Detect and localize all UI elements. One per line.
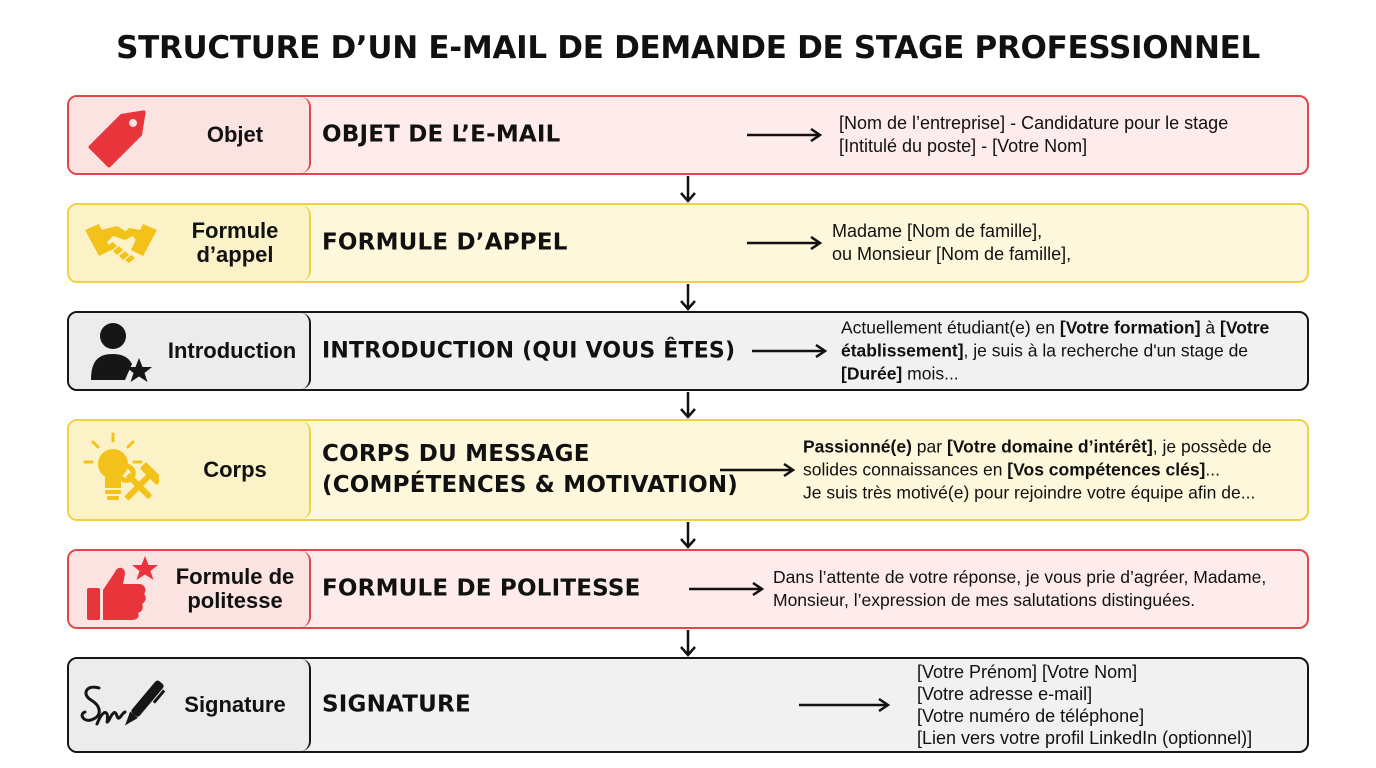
row-introduction-heading: INTRODUCTION (QUI VOUS ÊTES) (322, 338, 736, 364)
row-corps-heading-line-1: CORPS DU MESSAGE (322, 441, 590, 467)
description-line: [Votre numéro de téléphone] (917, 705, 1252, 727)
row-corps-heading-line-2: (COMPÉTENCES & MOTIVATION) (322, 472, 738, 498)
description-line: solides connaissances en [Vos compétence… (803, 459, 1271, 482)
row-formule-appel-left-panel: Formule d’appel (69, 205, 311, 281)
description-text: ou Monsieur [Nom de famille], (832, 244, 1072, 264)
row-formule-politesse-heading: FORMULE DE POLITESSE (322, 575, 641, 602)
row-signature: Signature SIGNATURE [Votre Prénom] [Votr… (67, 657, 1309, 753)
description-text: [Votre adresse e-mail] (917, 684, 1093, 704)
description-line: [Votre adresse e-mail] (917, 683, 1252, 705)
row-objet-label: Objet (206, 122, 264, 147)
description-text: mois... (902, 363, 959, 384)
row-formule-appel-heading: FORMULE D’APPEL (322, 229, 568, 256)
description-text: à (1200, 317, 1221, 338)
description-line: Passionné(e) par [Votre domaine d’intérê… (803, 436, 1271, 459)
description-line: Actuellement étudiant(e) en [Votre forma… (841, 317, 1269, 340)
description-line: [Votre Prénom] [Votre Nom] (917, 661, 1252, 683)
row-signature-label: Signature (184, 692, 286, 717)
row-formule-appel: Formule d’appel FORMULE D’APPEL Madame [… (67, 203, 1309, 283)
row-formule-politesse-left-panel: Formule de politesse (69, 551, 311, 627)
arrow-right-icon (752, 344, 828, 358)
description-text: Monsieur, l’expression de mes salutation… (773, 590, 1196, 610)
description-text: [Votre Prénom] [Votre Nom] (917, 662, 1138, 682)
description-text: Dans l’attente de votre réponse, je vous… (773, 567, 1267, 587)
placeholder-text: [Durée] (841, 363, 903, 384)
handshake-icon (83, 208, 159, 278)
description-line: Dans l’attente de votre réponse, je vous… (773, 566, 1266, 589)
placeholder-text: Passionné(e) (803, 436, 912, 457)
description-line: [Nom de l’entreprise] - Candidature pour… (839, 112, 1228, 135)
description-text: [Votre numéro de téléphone] (917, 706, 1145, 726)
description-line: [Intitulé du poste] - [Votre Nom] (839, 135, 1228, 158)
placeholder-text: [Votre formation] (1059, 317, 1201, 338)
row-introduction-description: Actuellement étudiant(e) en [Votre forma… (841, 317, 1269, 386)
description-line: Je suis très motivé(e) pour rejoindre vo… (803, 482, 1271, 505)
placeholder-text: [Votre domaine d’intérêt] (946, 436, 1153, 457)
signature-pen-icon (77, 670, 167, 740)
arrow-right-icon (747, 128, 823, 142)
row-introduction-left-panel: Introduction (69, 313, 311, 389)
description-text: Madame [Nom de famille], (832, 221, 1043, 241)
description-text: [Lien vers votre profil LinkedIn (option… (917, 728, 1253, 748)
row-objet: Objet OBJET DE L’E-MAIL [Nom de l’entrep… (67, 95, 1309, 175)
description-line: ou Monsieur [Nom de famille], (832, 243, 1071, 266)
description-text: Je suis très motivé(e) pour rejoindre vo… (803, 482, 1256, 503)
row-objet-left-panel: Objet (69, 97, 311, 173)
row-objet-heading: OBJET DE L’E-MAIL (322, 121, 561, 148)
arrow-down-icon (680, 176, 696, 203)
row-formule-politesse-description: Dans l’attente de votre réponse, je vous… (773, 566, 1266, 612)
arrow-down-icon (680, 392, 696, 419)
diagram-title: STRUCTURE D’UN E-MAIL DE DEMANDE DE STAG… (116, 30, 1260, 66)
row-signature-heading: SIGNATURE (322, 691, 471, 718)
row-corps-description: Passionné(e) par [Votre domaine d’intérê… (803, 436, 1271, 505)
arrow-right-icon (720, 463, 796, 477)
description-text: par (911, 436, 947, 457)
description-line: Monsieur, l’expression de mes salutation… (773, 589, 1266, 612)
row-introduction: Introduction INTRODUCTION (QUI VOUS ÊTES… (67, 311, 1309, 391)
description-text: , je possède de (1152, 436, 1272, 457)
person-star-icon (85, 316, 155, 386)
row-introduction-label: Introduction (167, 338, 297, 363)
thumbs-up-star-icon (83, 554, 159, 624)
arrow-down-icon (680, 630, 696, 657)
arrow-down-icon (680, 284, 696, 311)
price-tag-icon (83, 100, 159, 170)
description-line: [Lien vers votre profil LinkedIn (option… (917, 727, 1252, 749)
description-text: [Nom de l’entreprise] - Candidature pour… (839, 113, 1229, 133)
placeholder-text: [Vos compétences clés] (1007, 459, 1206, 480)
row-formule-appel-description: Madame [Nom de famille], ou Monsieur [Nom… (832, 220, 1071, 266)
row-corps-heading: CORPS DU MESSAGE (COMPÉTENCES & MOTIVATI… (322, 439, 738, 501)
placeholder-text: [Votre (1220, 317, 1270, 338)
description-text: Actuellement étudiant(e) en (841, 317, 1060, 338)
description-line: [Durée] mois... (841, 363, 1269, 386)
row-signature-left-panel: Signature (69, 659, 311, 751)
description-text: solides connaissances en (803, 459, 1008, 480)
description-text: , je suis à la recherche d'un stage de (963, 340, 1249, 361)
arrow-right-icon (747, 236, 823, 250)
row-formule-politesse-label: Formule de politesse (175, 564, 295, 613)
placeholder-text: établissement] (841, 340, 964, 361)
row-formule-appel-label: Formule d’appel (191, 218, 279, 267)
arrow-down-icon (680, 522, 696, 549)
description-line: établissement], je suis à la recherche d… (841, 340, 1269, 363)
row-objet-description: [Nom de l’entreprise] - Candidature pour… (839, 112, 1228, 158)
arrow-right-icon (799, 698, 891, 712)
description-text: ... (1205, 459, 1220, 480)
lightbulb-tools-icon (83, 430, 159, 510)
row-formule-politesse: Formule de politesse FORMULE DE POLITESS… (67, 549, 1309, 629)
description-line: Madame [Nom de famille], (832, 220, 1071, 243)
row-corps: Corps CORPS DU MESSAGE (COMPÉTENCES & MO… (67, 419, 1309, 521)
row-corps-label: Corps (203, 457, 267, 482)
arrow-right-icon (689, 582, 765, 596)
row-signature-description: [Votre Prénom] [Votre Nom][Votre adresse… (917, 661, 1252, 749)
row-corps-left-panel: Corps (69, 421, 311, 519)
description-text: [Intitulé du poste] - [Votre Nom] (839, 136, 1088, 156)
